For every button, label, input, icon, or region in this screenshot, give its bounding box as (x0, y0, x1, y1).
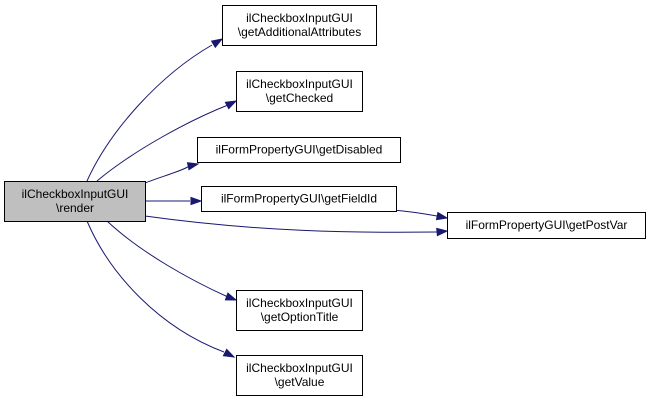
edge-render-to-getAdditionalAttributes (86, 38, 224, 182)
edge-render-to-getOptionTitle (106, 220, 238, 301)
edge-line (144, 215, 438, 233)
arrowhead-icon (435, 211, 449, 221)
node-label-line: \getAdditionalAttributes (238, 25, 361, 39)
node-getPostVar[interactable]: ilFormPropertyGUI\getPostVar (447, 212, 646, 239)
node-box (236, 71, 363, 112)
node-label-line: \getOptionTitle (261, 310, 339, 324)
edge-getFieldId-to-getPostVar (392, 209, 449, 221)
arrowhead-icon (222, 348, 236, 358)
node-label-line: ilCheckboxInputGUI (246, 77, 353, 91)
arrowhead-icon (224, 292, 238, 301)
node-box (201, 186, 397, 212)
node-box (236, 355, 363, 396)
node-getDisabled[interactable]: ilFormPropertyGUI\getDisabled (197, 137, 401, 163)
node-label-line: ilFormPropertyGUI\getFieldId (221, 192, 377, 206)
node-label-line: ilCheckboxInputGUI (246, 11, 353, 25)
node-box (222, 5, 377, 46)
node-getAdditionalAttributes[interactable]: ilCheckboxInputGUI\getAdditionalAttribut… (222, 5, 377, 46)
arrowhead-icon (210, 38, 224, 49)
node-box (4, 181, 146, 222)
edge-render-to-getDisabled (144, 162, 200, 184)
node-label-line: \getValue (275, 375, 325, 389)
edge-line (86, 44, 213, 182)
node-label-line: ilCheckboxInputGUI (246, 296, 353, 310)
node-box (197, 137, 401, 163)
nodes-layer: ilCheckboxInputGUI\renderilCheckboxInput… (4, 5, 646, 396)
node-getChecked[interactable]: ilCheckboxInputGUI\getChecked (236, 71, 363, 112)
node-label-line: \render (56, 201, 94, 215)
node-label-line: ilFormPropertyGUI\getDisabled (216, 143, 383, 157)
node-box (236, 290, 363, 331)
edge-line (392, 209, 438, 217)
edge-line (86, 220, 225, 353)
edge-line (144, 165, 190, 184)
node-label-line: \getChecked (266, 91, 333, 105)
node-label-line: ilCheckboxInputGUI (22, 187, 129, 201)
edge-line (106, 220, 229, 298)
node-getFieldId[interactable]: ilFormPropertyGUI\getFieldId (201, 186, 397, 212)
node-box (447, 212, 646, 239)
edge-render-to-getFieldId (145, 196, 203, 206)
edge-line (96, 104, 229, 182)
node-label-line: ilFormPropertyGUI\getPostVar (466, 218, 628, 232)
edge-render-to-getPostVar (144, 215, 449, 237)
arrowhead-icon (224, 100, 238, 110)
node-render[interactable]: ilCheckboxInputGUI\render (4, 181, 146, 222)
arrowhead-icon (436, 227, 449, 237)
node-getValue[interactable]: ilCheckboxInputGUI\getValue (236, 355, 363, 396)
arrowhead-icon (190, 196, 203, 206)
node-getOptionTitle[interactable]: ilCheckboxInputGUI\getOptionTitle (236, 290, 363, 331)
edge-render-to-getValue (86, 220, 236, 358)
edge-render-to-getChecked (96, 100, 238, 182)
arrowhead-icon (186, 162, 200, 171)
node-label-line: ilCheckboxInputGUI (246, 361, 353, 375)
